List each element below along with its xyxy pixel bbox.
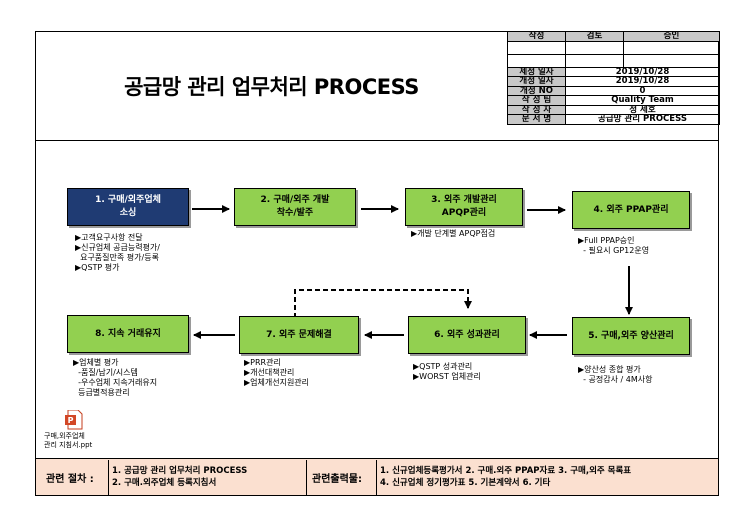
step-3-box: 3. 외주 개발관리 APQP관리	[405, 188, 523, 226]
step-8-box: 8. 지속 거래유지	[67, 315, 189, 353]
footer-outputs-label: 관련출력물:	[312, 474, 362, 485]
step-6-box: 6. 외주 성과관리	[408, 316, 526, 354]
step-8-notes: ▶업체별 평가 -품질/납기/시스템 -우수업체 지속거래유지 등급별적용관리	[73, 358, 158, 397]
step-5-box: 5. 구매,외주 양산관리	[572, 317, 690, 355]
footer-divider-2	[306, 460, 307, 496]
powerpoint-file-icon: P	[65, 410, 83, 430]
approval-sign-approve-2	[623, 53, 720, 68]
footer-divider-1	[108, 460, 109, 496]
step-7-box: 7. 외주 문제해결	[239, 316, 359, 354]
page-title: 공급망 관리 업무처리 PROCESS	[124, 75, 419, 99]
step-4-box: 4. 외주 PPAP관리	[572, 191, 690, 229]
step-7-notes: ▶PRR관리 ▶개선대책관리 ▶업체개선지원관리	[244, 358, 310, 387]
document-info-table: 작성 검토 승인 제정 일자 2019/10/28 개정 일자 2019/10/…	[507, 31, 720, 125]
footer-procedure-2: 2. 구매.외주업체 등록지침서	[112, 478, 217, 488]
svg-text:P: P	[68, 416, 74, 425]
step-2-box: 2. 구매/외주 개발 착수/발주	[234, 188, 356, 226]
step-1-notes: ▶고객요구사항 전달 ▶신규업체 공급능력평가/ 요구품질만족 평가/등록 ▶Q…	[75, 233, 160, 272]
step-1-box: 1. 구매/외주업체 소싱	[67, 188, 189, 226]
header-divider	[36, 140, 719, 141]
step-6-notes: ▶QSTP 성과관리 ▶WORST 업체관리	[413, 362, 481, 381]
step-5-notes: ▶양산성 종합 평가 - 공정감사 / 4M사항	[578, 365, 653, 384]
meta-value-document-name: 공급망 관리 PROCESS	[565, 114, 720, 125]
footer-divider-3	[376, 460, 377, 496]
dashed-feedback-arrow	[294, 289, 472, 318]
attachment-ppt[interactable]: P 구매,외주업체 관리 지침서.ppt	[44, 410, 118, 456]
attachment-label: 구매,외주업체 관리 지침서.ppt	[44, 432, 93, 449]
footer-procedures-label: 관련 절차 :	[46, 474, 94, 485]
footer-panel	[36, 458, 718, 495]
footer-output-line-1: 1. 신규업체등록평가서 2. 구매.외주 PPAP자료 3. 구매,외주 목록…	[380, 466, 632, 476]
document-frame	[35, 31, 719, 496]
step-3-notes: ▶개발 단계별 APQP점검	[411, 229, 496, 238]
step-4-notes: ▶Full PPAP승인 - 필요시 GP12운영	[578, 236, 650, 255]
footer-output-line-2: 4. 신규업체 정기평가표 5. 기본계약서 6. 기타	[380, 478, 551, 488]
footer-procedure-1: 1. 공급망 관리 업무처리 PROCESS	[112, 466, 248, 476]
